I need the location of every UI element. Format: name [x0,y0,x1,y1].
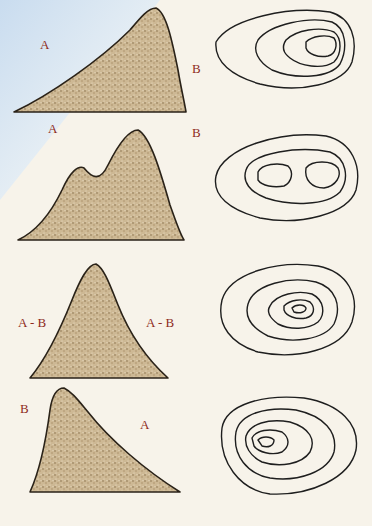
contour-line [292,305,306,313]
contour-line [247,280,337,340]
contour-line [235,409,334,479]
contour-line [222,397,357,494]
contour-line [215,135,357,221]
contour-line [258,164,291,187]
profile-label: A [48,122,57,135]
profile-label: A [140,418,149,431]
profile-label: A - B [146,316,174,329]
contour-line [256,20,345,76]
profile-label: A [40,38,49,51]
mountain-profile [30,388,180,492]
contour-line [283,29,340,66]
contour-line [306,162,340,188]
contour-line [245,150,345,204]
contour-line [268,293,322,329]
contour-line [221,264,355,354]
contour-line [284,300,313,319]
profile-label: B [20,402,29,415]
mountain-profile [18,130,184,240]
profile-label: A - B [18,316,46,329]
contour-line [306,36,336,57]
contour-line [216,10,354,87]
mountain-profile [14,8,186,112]
profile-label: B [192,62,201,75]
contour-line [252,430,288,454]
contour-line [258,437,274,447]
contour-line [246,421,313,465]
profile-label: B [192,126,201,139]
